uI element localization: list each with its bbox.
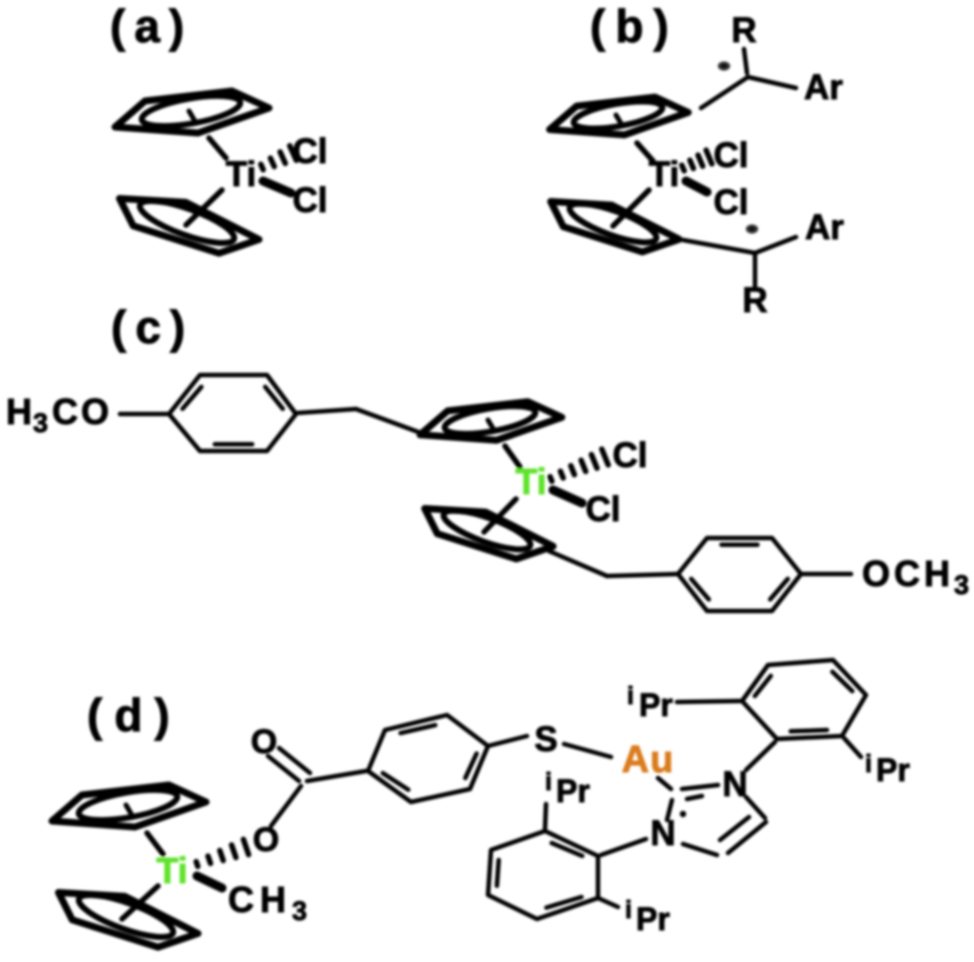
svg-text:Pr: Pr [876,752,910,788]
svg-text:C: C [894,553,920,594]
svg-text:R: R [731,11,756,50]
svg-text:C: C [228,879,254,920]
svg-text:Au: Au [622,739,675,781]
svg-text:O: O [253,821,279,859]
svg-text:3: 3 [292,896,307,926]
svg-text:O: O [862,553,890,594]
svg-text:R: R [742,281,767,320]
svg-text:Cl: Cl [293,181,328,220]
svg-text:Pr: Pr [556,773,590,809]
svg-text:i: i [627,682,634,710]
svg-text:3: 3 [954,570,969,600]
svg-text:S: S [534,720,557,759]
svg-text:Ar: Ar [805,208,844,247]
svg-text:Cl: Cl [714,183,749,222]
svg-text:i: i [625,896,632,924]
svg-text:O: O [81,391,109,432]
svg-text:Cl: Cl [714,136,749,175]
svg-text:Ti: Ti [226,155,256,194]
svg-text:Ti: Ti [156,850,187,891]
svg-text:Cl: Cl [613,436,648,475]
svg-text:i: i [865,750,872,778]
svg-text:N: N [722,765,747,804]
svg-text:Ar: Ar [804,68,843,107]
svg-text:Ti: Ti [515,461,546,502]
svg-text:Cl: Cl [586,490,621,529]
svg-text:i: i [545,768,552,796]
svg-text:Pr: Pr [636,901,670,937]
svg-text:3: 3 [33,408,48,438]
svg-text:(a): (a) [110,0,193,52]
svg-text:(b): (b) [590,0,679,52]
svg-text:H: H [924,553,950,594]
svg-text:H: H [6,391,32,432]
svg-text:H: H [260,879,286,920]
svg-text:O: O [251,723,277,761]
svg-text:C: C [52,391,78,432]
svg-text:Ti: Ti [649,155,679,194]
svg-text:(c): (c) [111,301,194,353]
svg-text:Cl: Cl [293,132,328,171]
svg-text:N: N [650,814,675,853]
svg-text:Pr: Pr [639,687,673,723]
svg-text:(d): (d) [87,689,182,741]
